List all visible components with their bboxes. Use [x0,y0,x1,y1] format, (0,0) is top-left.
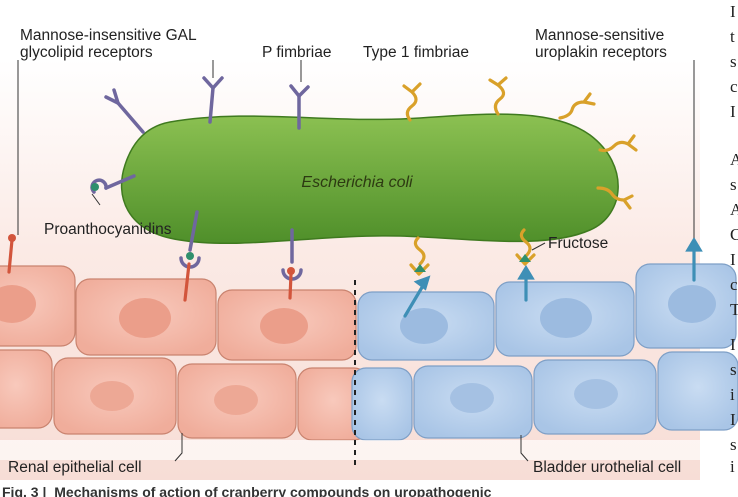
organism-label: Escherichia coli [301,174,413,191]
p-fimbria [202,76,224,124]
type1-fimbria [413,236,426,266]
edge-letter: I [730,410,736,429]
type1-fimbria [558,92,596,120]
bladder-nucleus [574,379,618,409]
gal-receptor-head [8,234,16,242]
type1-fimbriae-group [402,76,638,266]
fructose-triangle [414,264,426,272]
caption-text: Mechanisms of action of cranberry compou… [54,484,491,497]
e-coli-body [120,113,619,245]
bladder-cell-label: Bladder urothelial cell [533,459,681,476]
renal-nucleus [260,308,308,344]
edge-letter: c [730,275,738,294]
edge-letter: i [730,457,735,476]
edge-letter: i [730,385,735,404]
mannose-sensitive-label-line1: Mannose-sensitive [535,27,664,44]
type1-fimbria [598,134,638,153]
type1-fimbria [596,186,634,210]
mannose-sensitive-label-line2: uroplakin receptors [535,44,667,61]
gal-receptor-head [287,267,295,275]
edge-letter: T [730,300,738,319]
bottom-fade [0,440,738,460]
edge-letter: s [730,435,737,454]
gal-receptors [7,238,293,302]
p-fimbria [104,88,145,134]
leader-lines [17,60,695,462]
mannose-insensitive-label-line1: Mannose-insensitive GAL [20,27,197,44]
bladder-nucleus [540,298,592,338]
type1-fimbriae-label: Type 1 fimbriae [363,44,469,61]
edge-letter: I [730,335,736,354]
gal-receptor [183,262,191,302]
type1-fimbria [519,228,532,258]
p-fimbriae-label: P fimbriae [262,44,332,61]
uroplakin-receptor [403,282,426,318]
bladder-cell [351,367,413,441]
renal-nucleus [214,385,258,415]
bladder-urothelium [351,263,738,441]
renal-cell-label: Renal epithelial cell [8,459,142,476]
p-fimbriae-group [90,76,310,281]
bladder-nucleus [400,308,448,344]
edge-letter: A [730,150,738,169]
p-fimbria [289,84,310,130]
renal-nucleus [0,285,36,323]
caption-prefix: Fig. 3 | [2,484,46,497]
bladder-nucleus [450,383,494,413]
bladder-nucleus [668,285,716,323]
edge-letter: C [730,225,738,244]
renal-cell [0,349,53,429]
fructose-triangle [519,254,531,262]
edge-letter: s [730,52,737,71]
gal-receptor [7,238,14,274]
edge-letter: I [730,2,736,21]
renal-nucleus [119,298,171,338]
renal-nucleus [90,381,134,411]
edge-letter: t [730,27,735,46]
proanthocyanidin-dot [91,183,99,191]
edge-letter: s [730,175,737,194]
proanthocyanidins-label: Proanthocyanidins [44,221,172,238]
renal-epithelium [0,265,369,441]
edge-letter: I [730,102,736,121]
edge-letter: I [730,250,736,269]
figure-caption: Fig. 3 | Mechanisms of action of cranber… [2,484,492,497]
uroplakin-receptors [403,236,703,318]
bladder-cell [657,351,738,431]
edge-letter: c [730,77,738,96]
edge-letter: s [730,360,737,379]
gal-receptor [288,272,293,300]
type1-fimbria [488,76,508,116]
proanthocyanidin-dot [186,252,194,260]
edge-letter: A [730,200,738,219]
mannose-insensitive-label-line2: glycolipid receptors [20,44,153,61]
fructose-label: Fructose [548,235,608,252]
bacterium: Escherichia coli [120,113,619,245]
type1-fimbria [402,82,422,122]
